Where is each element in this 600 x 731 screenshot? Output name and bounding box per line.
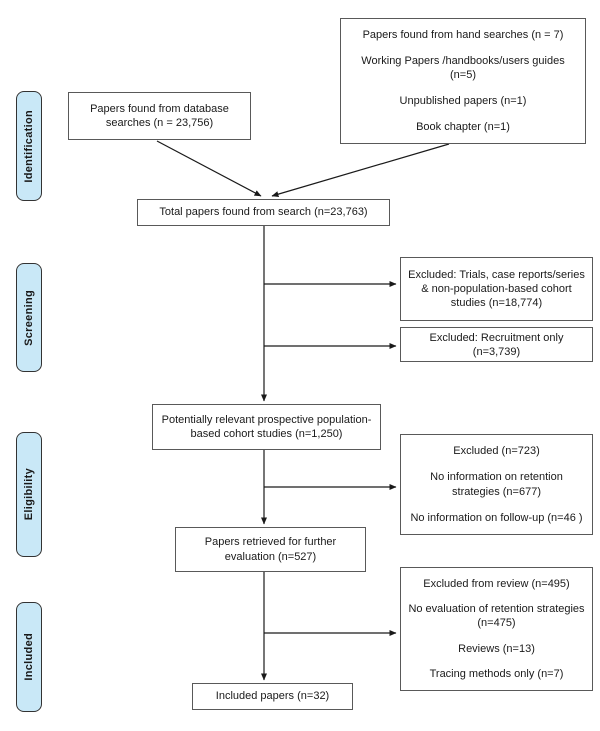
arrow-database-to-total — [156, 140, 262, 197]
box-excluded-recruitment: Excluded: Recruitment only (n=3,739) — [400, 327, 593, 362]
box-line: Book chapter (n=1) — [416, 120, 510, 133]
box-database-searches: Papers found from database searches (n =… — [68, 92, 251, 140]
box-line: Unpublished papers (n=1) — [399, 94, 527, 107]
stage-label-screening: Screening — [16, 263, 42, 372]
box-line: Papers found from hand searches (n = 7) — [362, 28, 564, 41]
box-line: Papers found from database searches (n =… — [90, 102, 229, 129]
stage-label-included: Included — [16, 602, 42, 712]
stage-label-text: Identification — [23, 109, 35, 183]
box-line: Excluded from review (n=495) — [423, 577, 570, 590]
box-line: Papers retrieved for further evaluation … — [204, 536, 337, 563]
box-included-papers: Included papers (n=32) — [192, 683, 353, 710]
box-excluded-from-review: Excluded from review (n=495) No evaluatio… — [400, 567, 593, 691]
box-line: Potentially relevant prospective populat… — [161, 413, 372, 440]
box-line: Excluded: Trials, case reports/series & … — [408, 268, 585, 310]
box-line: Total papers found from search (n=23,763… — [159, 206, 368, 219]
box-line: No information on retention strategies (… — [430, 471, 563, 498]
box-total-papers: Total papers found from search (n=23,763… — [137, 199, 390, 226]
box-line: Reviews (n=13) — [458, 642, 535, 655]
stage-label-text: Eligibility — [23, 468, 35, 521]
box-line: Excluded: Recruitment only (n=3,739) — [429, 332, 564, 359]
box-line: No evaluation of retention strategies (n… — [408, 602, 585, 630]
box-papers-retrieved: Papers retrieved for further evaluation … — [175, 527, 366, 572]
box-potentially-relevant: Potentially relevant prospective populat… — [152, 404, 381, 450]
box-hand-searches: Papers found from hand searches (n = 7) W… — [340, 18, 586, 144]
box-line: Included papers (n=32) — [215, 690, 330, 703]
stage-label-eligibility: Eligibility — [16, 432, 42, 557]
box-excluded-no-information: Excluded (n=723) No information on retent… — [400, 434, 593, 535]
box-line: Excluded (n=723) — [453, 444, 540, 457]
arrow-handsearch-to-total — [271, 143, 450, 198]
box-excluded-trials: Excluded: Trials, case reports/series & … — [400, 257, 593, 321]
box-line: No information on follow-up (n=46 ) — [410, 511, 583, 524]
stage-label-text: Included — [23, 633, 35, 681]
box-line: Working Papers /handbooks/users guides (… — [361, 54, 565, 82]
stage-label-text: Screening — [23, 289, 35, 346]
box-line: Tracing methods only (n=7) — [429, 668, 564, 681]
stage-label-identification: Identification — [16, 91, 42, 201]
